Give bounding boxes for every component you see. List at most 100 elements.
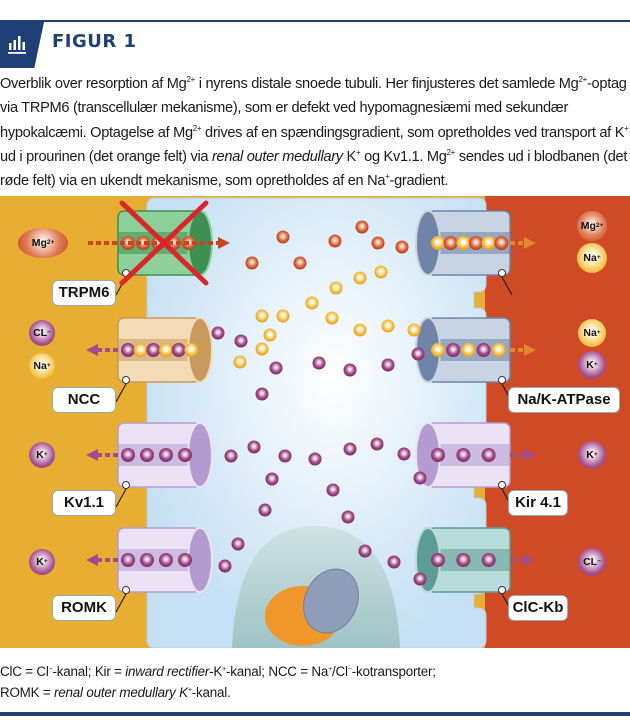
figure-legend: Overblik over resorption af Mg2+ i nyren…	[0, 72, 630, 193]
figure-caption: ClC = Cl−-kanal; Kir = inward rectifier-…	[0, 661, 630, 703]
ion-in-channel	[456, 553, 471, 567]
free-ion	[353, 323, 367, 337]
channel-trpm6	[88, 200, 230, 296]
ion-in-channel	[136, 236, 151, 250]
channel-kir-4-1	[415, 422, 536, 508]
ion-na: Na+	[578, 319, 606, 347]
ion-in-channel	[461, 343, 476, 357]
text-segment: ROMK =	[0, 685, 55, 700]
ion-symbol: Mg	[580, 220, 596, 232]
channel-ncc	[86, 317, 213, 403]
ion-k: K+	[29, 442, 55, 468]
label-leader	[115, 593, 127, 613]
free-ion	[326, 483, 340, 497]
top-rule	[0, 20, 630, 22]
free-ion	[411, 347, 425, 361]
text-segment: renal outer medullary K	[54, 685, 188, 700]
text-segment: drives af en spændingsgradient, som opre…	[201, 124, 625, 141]
ion-in-channel	[481, 448, 496, 462]
ion-k: K+	[578, 351, 606, 379]
free-ion	[255, 387, 269, 401]
free-ion	[231, 537, 245, 551]
text-segment: Overblik over resorption af Mg	[0, 76, 187, 92]
free-ion	[413, 572, 427, 586]
ion-symbol: K	[36, 449, 44, 461]
text-segment: 2+	[192, 123, 202, 133]
free-ion	[278, 449, 292, 463]
text-segment: ClC = Cl	[0, 664, 49, 679]
text-segment: -K	[209, 664, 223, 679]
free-ion	[407, 323, 421, 337]
free-ion	[224, 449, 238, 463]
text-segment: 2+	[578, 75, 587, 84]
free-ion	[276, 309, 290, 323]
text-segment: renal outer medullary	[212, 148, 343, 165]
ion-in-channel	[140, 553, 154, 567]
channel-label: Kv1.1	[52, 490, 116, 516]
ion-in-channel	[121, 448, 135, 462]
free-ion	[353, 271, 367, 285]
ion-in-channel	[456, 236, 471, 250]
ion-k: K+	[29, 549, 55, 575]
ion-in-channel	[178, 553, 192, 567]
free-ion	[247, 440, 261, 454]
text-segment: +	[356, 147, 361, 157]
ion-in-channel	[431, 236, 445, 250]
free-ion	[387, 555, 401, 569]
arrow-head-icon	[524, 449, 536, 461]
text-segment: -optag via TRPM6 (transcellulær mekanism…	[0, 76, 627, 141]
free-ion	[234, 334, 248, 348]
ion-in-channel	[443, 236, 458, 250]
arrow-head-icon	[86, 554, 98, 566]
tubule-cell	[146, 197, 487, 649]
ion-in-channel	[456, 448, 471, 462]
arrow-head-icon	[524, 237, 536, 249]
free-ion	[265, 472, 279, 486]
free-ion	[258, 503, 272, 517]
text-segment: −	[48, 666, 53, 673]
ion-cl: CL−	[29, 320, 55, 346]
free-ion	[308, 452, 322, 466]
ion-na: Na+	[29, 353, 55, 379]
channel-na-k-atpase	[415, 317, 536, 403]
ion-in-channel	[159, 343, 173, 357]
free-ion	[255, 342, 269, 356]
label-pin	[122, 376, 130, 384]
text-segment: -kanal.	[191, 685, 231, 700]
arrow-head-icon	[524, 344, 536, 356]
free-ion	[269, 361, 283, 375]
text-segment: i nyrens distale snoede tubuli. Her finj…	[195, 76, 579, 92]
text-segment: ud i prourinen (det orange felt) via	[0, 148, 212, 165]
free-ion	[325, 311, 339, 325]
figure-title: FIGUR 1	[52, 31, 137, 52]
text-segment: 2+	[186, 75, 196, 84]
free-ion	[381, 319, 395, 333]
free-ion	[397, 447, 411, 461]
nucleolus-grey	[303, 568, 359, 634]
bar-chart-icon	[8, 36, 26, 54]
free-ion	[371, 236, 385, 250]
ion-in-channel	[431, 448, 445, 462]
text-segment: inward rectifier	[125, 664, 210, 679]
ion-na: Na+	[577, 243, 607, 273]
text-segment: +	[222, 666, 227, 673]
channel-mg-exit	[415, 210, 536, 296]
free-ion	[276, 230, 290, 244]
free-ion	[370, 437, 384, 451]
arrow-head-icon	[218, 237, 230, 249]
text-segment: +	[624, 123, 629, 133]
free-ion	[233, 355, 247, 369]
ion-in-channel	[494, 236, 509, 250]
ion-in-channel	[481, 236, 496, 250]
free-ion	[211, 326, 225, 340]
ion-in-channel	[178, 448, 192, 462]
ion-symbol: CL	[33, 327, 48, 339]
channel-clc-kb	[415, 527, 536, 613]
ion-in-channel	[171, 343, 186, 357]
ion-symbol: Na	[33, 360, 47, 372]
label-leader	[115, 488, 127, 508]
channel-romk	[86, 527, 213, 613]
text-segment: K	[342, 148, 357, 165]
